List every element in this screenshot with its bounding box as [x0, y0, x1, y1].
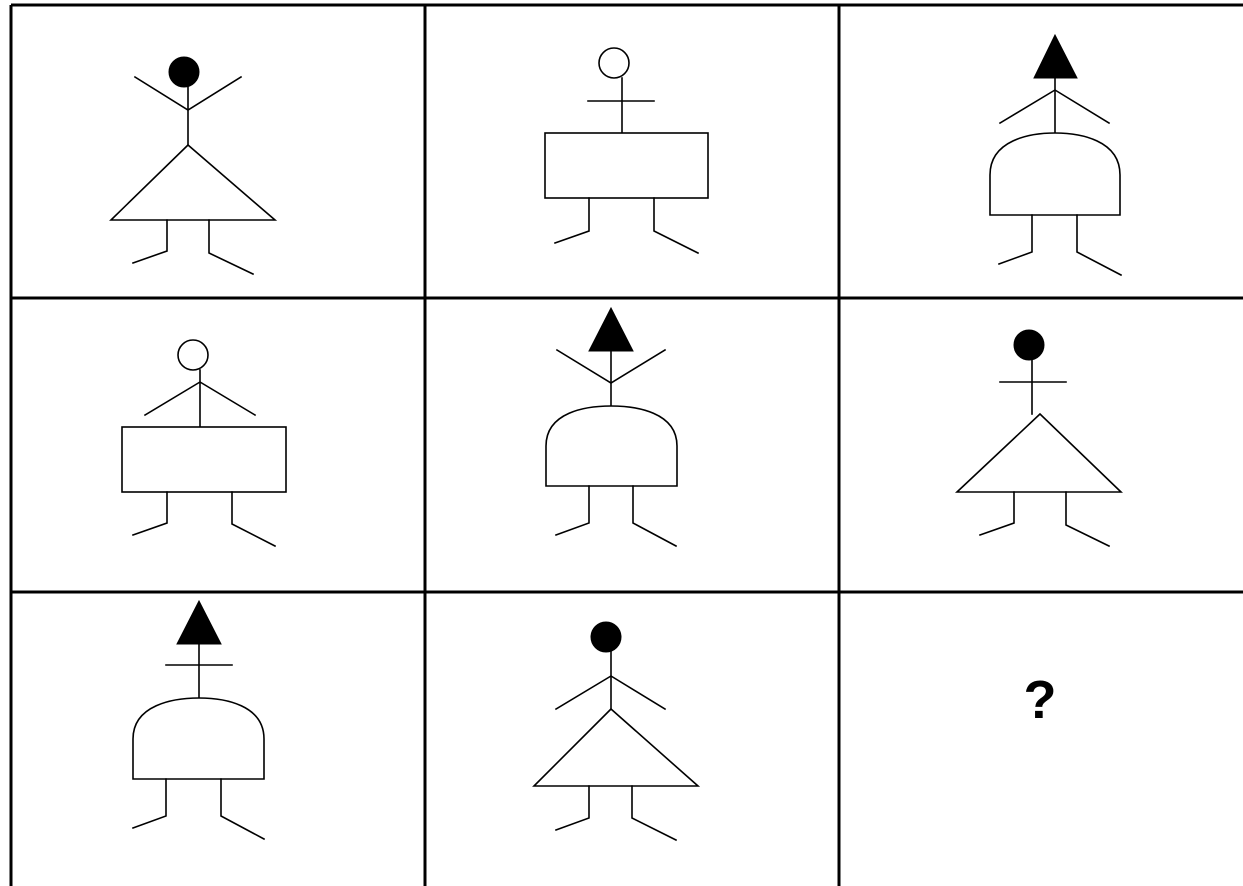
- cell-r1-c2-stick-figure: [545, 48, 708, 253]
- figure-left-leg: [133, 779, 166, 828]
- cell-r2-c2-stick-figure: [546, 308, 677, 546]
- figure-right-leg: [221, 779, 264, 839]
- cell-r3-c1-stick-figure: [133, 601, 264, 839]
- question-mark-label: ?: [1024, 670, 1057, 730]
- figure-left-leg: [556, 486, 589, 535]
- figure-right-leg: [654, 198, 698, 253]
- figure-head-hollow-circle: [178, 340, 208, 370]
- cell-r3-c3-missing: ?: [1024, 670, 1057, 730]
- cell-r2-c3-stick-figure: [957, 330, 1121, 546]
- figure-right-leg: [209, 220, 253, 274]
- figure-right-leg: [1066, 492, 1109, 546]
- figure-body-rectangle: [122, 427, 286, 492]
- figure-right-leg: [632, 786, 676, 840]
- cell-r1-c3-stick-figure: [990, 35, 1121, 275]
- figure-body-triangle: [957, 414, 1121, 492]
- figure-left-leg: [133, 220, 167, 263]
- figure-body-dome: [133, 698, 264, 779]
- figure-head-hollow-circle: [599, 48, 629, 78]
- figure-left-leg: [555, 198, 589, 243]
- cell-r3-c2-stick-figure: [534, 622, 698, 840]
- figure-head-filled-triangle: [177, 601, 221, 644]
- figure-body-rectangle: [545, 133, 708, 198]
- figure-left-leg: [999, 215, 1032, 264]
- cell-r2-c1-stick-figure: [122, 340, 286, 546]
- figure-head-filled-circle: [1014, 330, 1044, 360]
- figure-left-leg: [133, 492, 167, 535]
- figure-head-filled-triangle: [1034, 35, 1077, 78]
- figure-right-leg: [232, 492, 275, 546]
- figure-head-filled-circle: [169, 57, 199, 87]
- figure-left-leg: [980, 492, 1014, 535]
- cell-r1-c1-stick-figure: [111, 57, 275, 274]
- figure-body-dome: [546, 406, 677, 486]
- figure-left-leg: [556, 786, 589, 830]
- figure-body-triangle: [534, 709, 698, 786]
- figure-head-filled-triangle: [589, 308, 633, 351]
- figure-head-filled-circle: [591, 622, 621, 652]
- figure-body-dome: [990, 133, 1120, 215]
- figure-body-triangle: [111, 145, 275, 220]
- figure-right-leg: [1077, 215, 1121, 275]
- figure-right-leg: [633, 486, 676, 546]
